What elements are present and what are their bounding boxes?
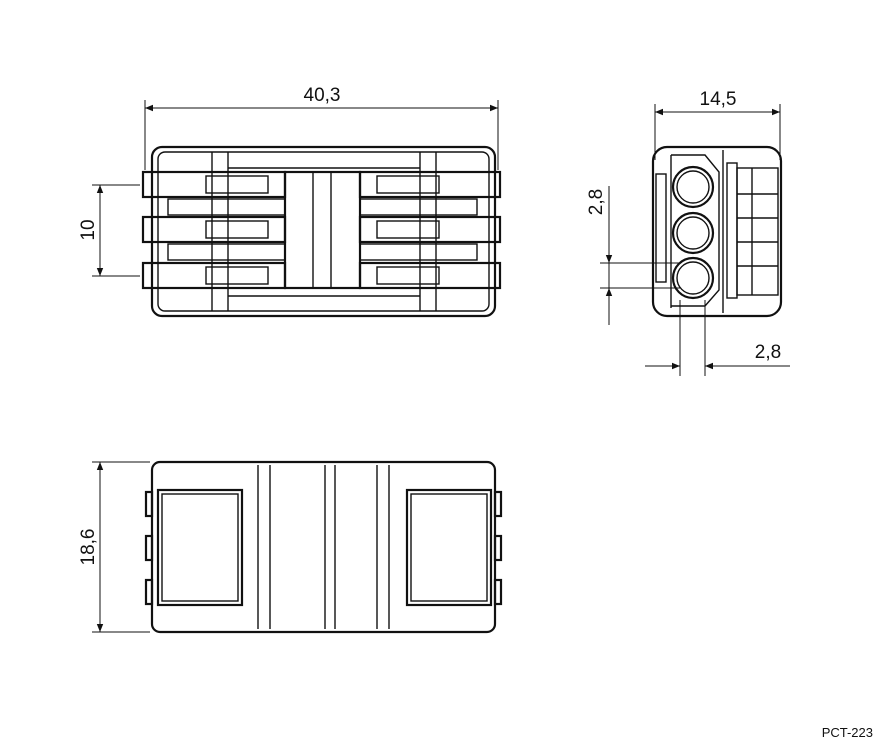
lever-rows xyxy=(141,170,502,290)
side-housing-outline xyxy=(651,145,783,318)
left-window xyxy=(156,488,244,607)
lever-row-2 xyxy=(141,215,502,244)
front-housing-outline xyxy=(150,145,497,318)
height-dimension-label: 18,6 xyxy=(78,529,99,566)
width-dimension-label: 40,3 xyxy=(304,85,341,106)
wire-hole-3 xyxy=(671,256,715,300)
part-number-label: PCT-223 xyxy=(822,725,873,740)
side-view: 14,5 2,8 2,8 xyxy=(586,89,790,376)
side-width-dimension-label: 14,5 xyxy=(700,89,737,110)
wire-entry-holes xyxy=(671,165,715,300)
lever-row-3 xyxy=(141,261,502,290)
wire-hole-1 xyxy=(671,165,715,209)
wire-hole-2 xyxy=(671,211,715,255)
bottom-housing-outline xyxy=(150,460,497,634)
hole-horizontal-dimension-label: 2,8 xyxy=(755,342,781,363)
pitch-dimension-label: 10 xyxy=(78,219,99,240)
front-view: 40,3 10 xyxy=(78,85,502,318)
hole-vertical-dimension-label: 2,8 xyxy=(586,189,607,215)
lever-row-1 xyxy=(141,170,502,199)
bottom-view: 18,6 xyxy=(78,460,503,634)
center-block xyxy=(283,170,362,290)
right-window xyxy=(405,488,493,607)
